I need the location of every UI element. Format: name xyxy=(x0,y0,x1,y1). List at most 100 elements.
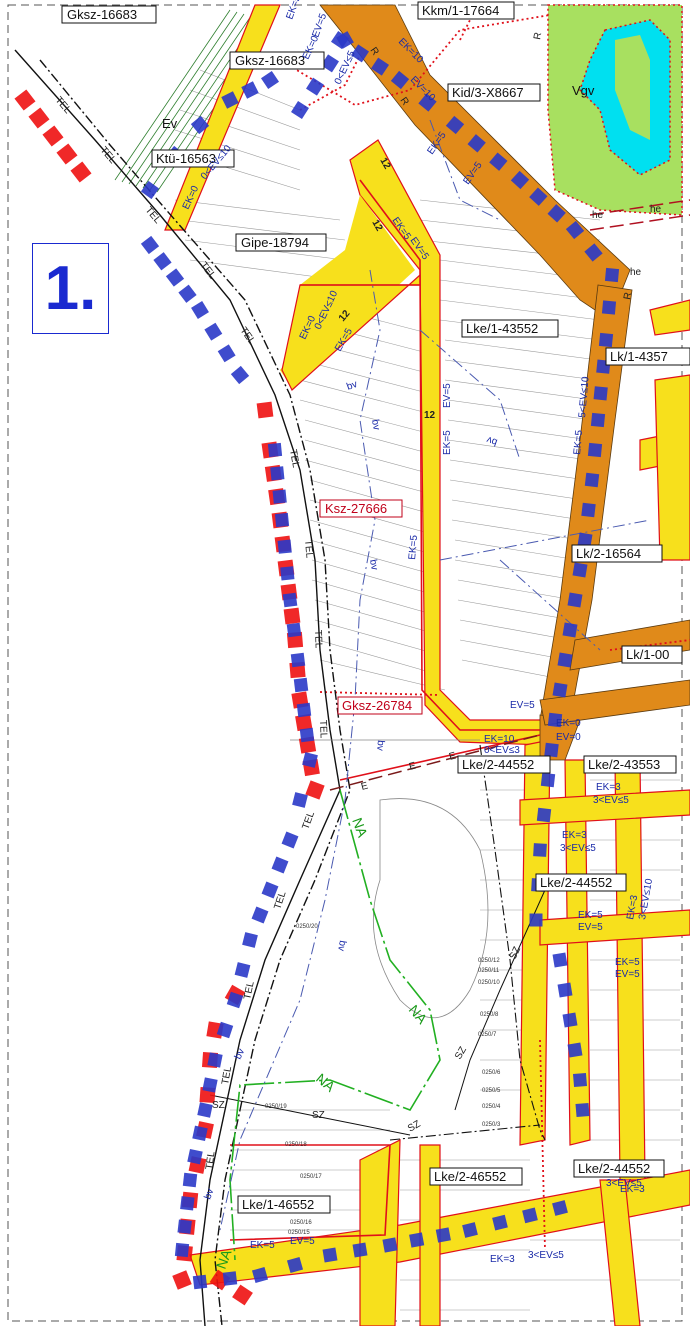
blue-boundary-square xyxy=(177,1219,192,1234)
svg-text:SZ: SZ xyxy=(453,1045,469,1062)
blue-boundary-square xyxy=(261,881,279,899)
road-label: EK=0 xyxy=(181,184,202,211)
blue-boundary-square xyxy=(445,115,465,135)
svg-text:SZ: SZ xyxy=(312,1110,325,1121)
island-green xyxy=(615,35,650,140)
blue-boundary-square xyxy=(234,962,251,978)
svg-text:TEL: TEL xyxy=(53,95,73,116)
svg-text:0250/8: 0250/8 xyxy=(480,1012,499,1018)
blue-boundary-square xyxy=(544,742,559,758)
svg-text:Lke/2-46552: Lke/2-46552 xyxy=(434,1169,506,1184)
zone-label-lk-1-00: Lk/1-00 xyxy=(621,645,683,664)
road-marker-r: R R R R he he he E E E xyxy=(360,31,662,792)
road-label: EK=5 xyxy=(615,957,640,968)
zone-label-gksz-16683-top: Gksz-16683 xyxy=(61,5,157,24)
blue-boundary-square xyxy=(197,1102,213,1118)
blue-boundary-square xyxy=(217,344,236,363)
road-label: 3<EV≤5 xyxy=(606,1178,642,1189)
svg-text:12: 12 xyxy=(424,410,436,421)
blue-boundary-square xyxy=(552,682,568,698)
svg-text:NA: NA xyxy=(213,1247,235,1271)
blue-boundary-square xyxy=(230,365,250,385)
svg-text:Kid/3-X8667: Kid/3-X8667 xyxy=(452,85,524,100)
road-label: EK=3 xyxy=(596,782,621,793)
red-boundary-square xyxy=(70,161,92,183)
svg-text:TEL: TEL xyxy=(302,539,315,559)
svg-text:Lk/1-00: Lk/1-00 xyxy=(626,647,669,662)
svg-text:he: he xyxy=(630,267,642,278)
svg-text:TEL: TEL xyxy=(300,810,317,831)
zone-label-lke-2-43553: Lke/2-43553 xyxy=(583,755,677,774)
blue-boundary-square xyxy=(593,386,608,401)
blue-boundary-square xyxy=(178,284,197,303)
blue-boundary-square xyxy=(221,91,239,109)
blue-boundary-square xyxy=(382,1237,398,1253)
bv-lines xyxy=(219,119,651,1231)
blue-boundary-square xyxy=(286,622,302,638)
blue-boundary-square xyxy=(282,592,298,608)
blue-boundary-square xyxy=(510,170,530,190)
road-label: 3<EV≤5 xyxy=(560,843,596,854)
svg-text:0250/18: 0250/18 xyxy=(285,1142,307,1148)
zone-label-vgv: Vgv xyxy=(572,83,595,98)
blue-boundary-square xyxy=(467,134,486,153)
svg-text:SZ: SZ xyxy=(212,1100,225,1111)
svg-text:0250/4: 0250/4 xyxy=(482,1104,501,1110)
road-label: EV=5 xyxy=(578,922,603,933)
blue-boundary-square xyxy=(293,677,309,693)
zone-label-lk-2-16564: Lk/2-16564 xyxy=(571,544,663,563)
road-label: EK=5 xyxy=(407,534,420,560)
blue-boundary-square xyxy=(330,30,350,50)
blue-boundary-square xyxy=(277,539,292,554)
svg-text:TEL: TEL xyxy=(242,980,257,1001)
zone-label-lke-2-44552-c: Lke/2-44552 xyxy=(573,1159,665,1178)
ev-hatch-strip xyxy=(114,9,273,193)
svg-text:TEL: TEL xyxy=(143,205,163,226)
blue-boundary-square xyxy=(306,77,324,96)
road-label: 0<EV≤5 xyxy=(333,49,358,86)
red-boundary-square xyxy=(28,107,50,129)
blue-boundary-square xyxy=(302,752,318,768)
svg-text:Lke/2-44552: Lke/2-44552 xyxy=(540,875,612,890)
blue-boundary-square xyxy=(547,204,566,223)
blue-boundary-square xyxy=(533,843,547,857)
blue-boundary-square xyxy=(575,1102,590,1118)
svg-text:0250/11: 0250/11 xyxy=(478,968,500,974)
svg-text:12: 12 xyxy=(337,308,353,324)
svg-text:E: E xyxy=(448,750,458,762)
blue-boundary-square xyxy=(552,1200,568,1216)
svg-text:Gksz-16683: Gksz-16683 xyxy=(67,7,137,22)
svg-text:TEL: TEL xyxy=(198,260,218,282)
svg-text:0250/19: 0250/19 xyxy=(265,1104,287,1110)
svg-text:NA: NA xyxy=(406,1002,431,1028)
blue-boundary-square xyxy=(192,1125,208,1142)
red-boundary-square xyxy=(172,1270,192,1290)
zone-label-ev: Ev xyxy=(162,116,178,131)
svg-text:TEL: TEL xyxy=(98,145,118,166)
svg-text:0250/6: 0250/6 xyxy=(482,1070,501,1076)
road-label: EK=3 xyxy=(625,894,640,921)
road-label: EK=5 xyxy=(284,0,303,21)
road-label: EK=10 xyxy=(396,36,426,66)
red-boundary-square xyxy=(56,143,78,165)
blue-boundary-square xyxy=(540,772,556,788)
blue-boundary-square xyxy=(242,932,258,948)
red-boundary-square xyxy=(256,401,274,419)
svg-text:Gksz-26784: Gksz-26784 xyxy=(342,698,412,713)
blue-boundary-square xyxy=(557,652,573,668)
he-boundary xyxy=(589,199,690,231)
blue-boundary-square xyxy=(577,532,593,548)
road-label: EK=5 xyxy=(572,429,585,455)
red-boundary-square xyxy=(42,125,64,147)
road-label: 5<EV≤10 xyxy=(577,376,592,419)
red-boundary-square xyxy=(283,607,301,625)
road-label: 0<EV≤3 xyxy=(484,745,520,756)
svg-text:bv: bv xyxy=(335,939,348,951)
svg-text:bv: bv xyxy=(345,379,359,393)
blue-boundary-square xyxy=(192,1274,208,1290)
blue-boundary-square xyxy=(536,807,552,823)
blue-boundary-square xyxy=(251,1266,269,1284)
svg-text:0250/20: 0250/20 xyxy=(296,924,318,930)
zone-label-lke-1-43552: Lke/1-43552 xyxy=(461,319,559,338)
